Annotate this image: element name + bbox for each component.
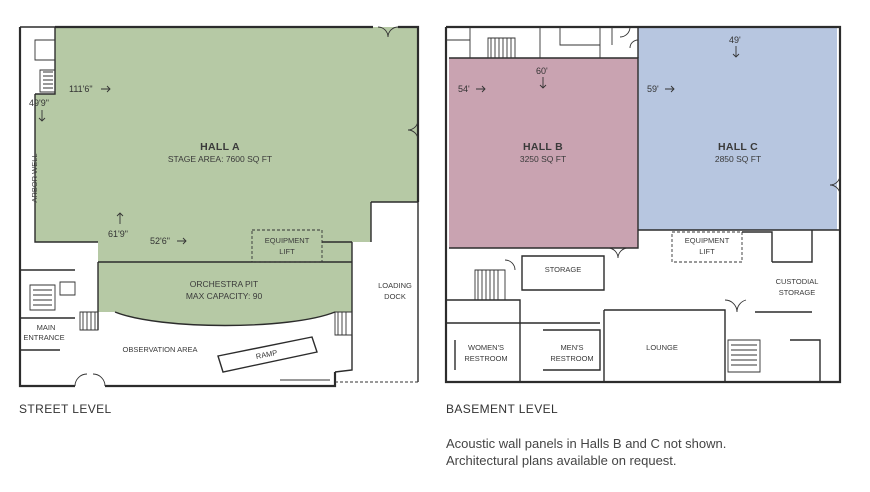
hall-b-area[interactable] — [449, 58, 638, 248]
arrow-right-icon — [665, 85, 675, 93]
hall-a-area[interactable] — [35, 27, 418, 262]
hall-c-width-dimension: 59' — [647, 84, 659, 94]
hall-a-name: HALL A — [200, 141, 240, 153]
hall-c-area[interactable] — [638, 27, 837, 230]
pit-width-dimension: 52'6" — [150, 236, 170, 246]
hall-a-detail: STAGE AREA: 7600 SQ FT — [168, 154, 272, 164]
arrow-right-icon — [101, 85, 111, 93]
hall-b-detail: 3250 SQ FT — [520, 154, 566, 164]
note-plans-available: Architectural plans available on request… — [446, 453, 677, 468]
custodial-storage-label-1: CUSTODIAL — [776, 277, 819, 286]
pit-depth-dimension: 61'9" — [108, 229, 128, 239]
storage-label: STORAGE — [545, 265, 582, 274]
orchestra-pit-detail: MAX CAPACITY: 90 — [186, 291, 263, 301]
arrow-right-icon — [476, 85, 486, 93]
hall-b-width-dimension: 54' — [458, 84, 470, 94]
womens-restroom-label-2: RESTROOM — [464, 354, 507, 363]
lounge-label: LOUNGE — [646, 343, 678, 352]
basement-level-plan — [444, 25, 842, 384]
hall-c-detail: 2850 SQ FT — [715, 154, 761, 164]
loading-dock-label-1: LOADING — [378, 281, 412, 290]
hall-a-width-dimension: 111'6" — [69, 84, 93, 94]
basement-equipment-lift-label-2: LIFT — [699, 247, 715, 256]
hall-a-depth-dimension: 49'9" — [29, 98, 49, 108]
ramp-label: RAMP — [255, 348, 278, 361]
hall-c-depth-dimension: 49' — [729, 35, 741, 45]
main-entrance-label-2: ENTRANCE — [23, 333, 64, 342]
equipment-lift-label-1: EQUIPMENT — [265, 236, 310, 245]
arrow-down-icon — [539, 77, 547, 89]
arrow-right-icon — [177, 237, 187, 245]
basement-level-caption: BASEMENT LEVEL — [446, 402, 559, 416]
plan-notes: Acoustic wall panels in Halls B and C no… — [446, 435, 726, 469]
hall-b-depth-dimension: 60' — [536, 66, 548, 76]
mens-restroom-label-1: MEN'S — [560, 343, 583, 352]
arrow-down-icon — [38, 110, 46, 122]
equipment-lift-label-2: LIFT — [279, 247, 295, 256]
street-level-labels: HALL A STAGE AREA: 7600 SQ FT ORCHESTRA … — [23, 84, 412, 361]
hall-c-name: HALL C — [718, 141, 758, 153]
observation-area-label: OBSERVATION AREA — [122, 345, 197, 354]
orchestra-pit-name: ORCHESTRA PIT — [190, 279, 258, 289]
orchestra-pit-area[interactable] — [98, 262, 352, 326]
arrow-up-icon — [116, 212, 124, 224]
basement-level-labels: HALL B 3250 SQ FT HALL C 2850 SQ FT EQUI… — [458, 35, 818, 363]
street-level-plan — [18, 25, 420, 388]
mens-restroom-label-2: RESTROOM — [550, 354, 593, 363]
loading-dock-label-2: DOCK — [384, 292, 406, 301]
street-level-caption: STREET LEVEL — [19, 402, 112, 416]
basement-equipment-lift-label-1: EQUIPMENT — [685, 236, 730, 245]
note-acoustic-panels: Acoustic wall panels in Halls B and C no… — [446, 436, 727, 451]
hall-b-name: HALL B — [523, 141, 563, 153]
arbor-well-label: ARBOR WELL — [30, 153, 39, 202]
arrow-down-icon — [732, 46, 740, 58]
main-entrance-label-1: MAIN — [37, 323, 56, 332]
womens-restroom-label-1: WOMEN'S — [468, 343, 504, 352]
custodial-storage-label-2: STORAGE — [779, 288, 816, 297]
